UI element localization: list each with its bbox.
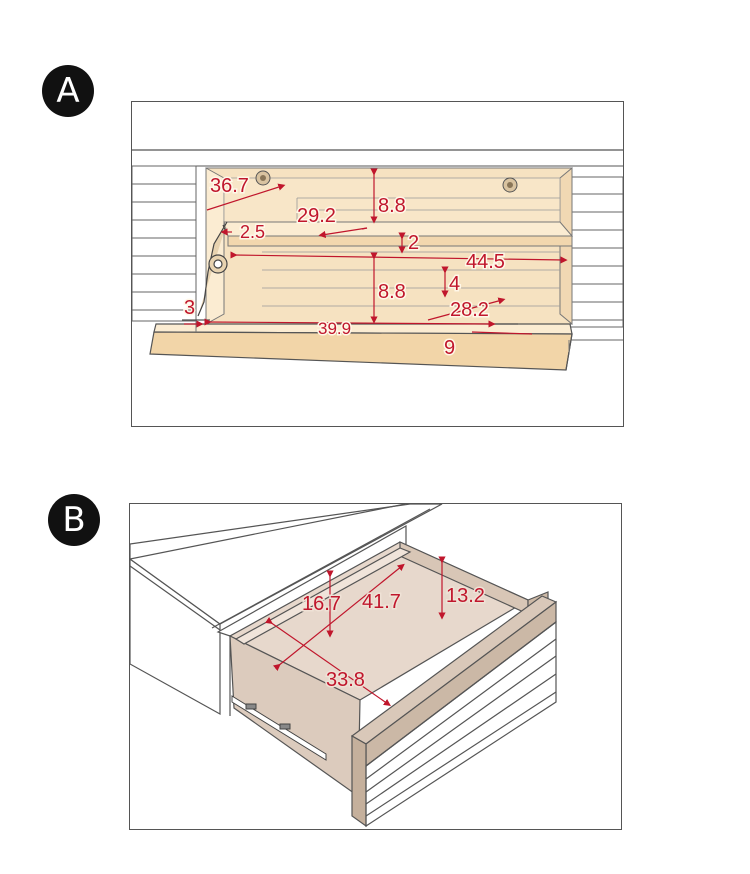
- dim-2: 2: [408, 232, 419, 254]
- cable-hole-left: [255, 170, 271, 186]
- dimension-lines-b: [264, 556, 446, 707]
- dimension-lines: [184, 168, 568, 335]
- right-slat-panel: [568, 176, 623, 328]
- drop-down-flap: [149, 319, 573, 371]
- badge-a: A: [42, 65, 94, 117]
- cable-hole-right: [502, 177, 518, 193]
- diagram-b-panel: 16.7 41.7 13.2 33.8: [129, 503, 622, 830]
- dim-41-7: 41.7: [362, 591, 401, 613]
- dim-28-2: 28.2: [450, 299, 489, 321]
- cabinet-top: [132, 102, 623, 150]
- flap-hinge: [197, 221, 228, 317]
- badge-b: B: [48, 494, 100, 546]
- drawer-front: [350, 595, 558, 828]
- diagram-a-drawing: 36.7 29.2 8.8 2.5 2 44.5 8.8 4 3 28.2 39…: [132, 102, 623, 371]
- dim-8-8-top: 8.8: [378, 195, 406, 217]
- badge-a-label: A: [56, 71, 80, 111]
- dim-16-7: 16.7: [302, 593, 341, 615]
- dim-44-5: 44.5: [466, 251, 505, 273]
- dim-4: 4: [449, 273, 460, 295]
- dim-33-8: 33.8: [326, 669, 365, 691]
- dim-8-8-bottom: 8.8: [378, 281, 406, 303]
- badge-b-label: B: [62, 500, 86, 540]
- diagram-a-panel: 36.7 29.2 8.8 2.5 2 44.5 8.8 4 3 28.2 39…: [131, 101, 624, 427]
- dim-13-2: 13.2: [446, 585, 485, 607]
- dim-3: 3: [184, 297, 195, 319]
- left-slat-panel: [132, 165, 197, 322]
- drawer-runner: [231, 695, 327, 761]
- diagram-b-drawing: 16.7 41.7 13.2 33.8: [130, 504, 558, 828]
- dim-29-2: 29.2: [297, 205, 336, 227]
- dim-9: 9: [444, 337, 455, 359]
- dim-39-9: 39.9: [318, 319, 351, 338]
- dim-36-7: 36.7: [210, 175, 249, 197]
- dim-2-5: 2.5: [240, 222, 265, 242]
